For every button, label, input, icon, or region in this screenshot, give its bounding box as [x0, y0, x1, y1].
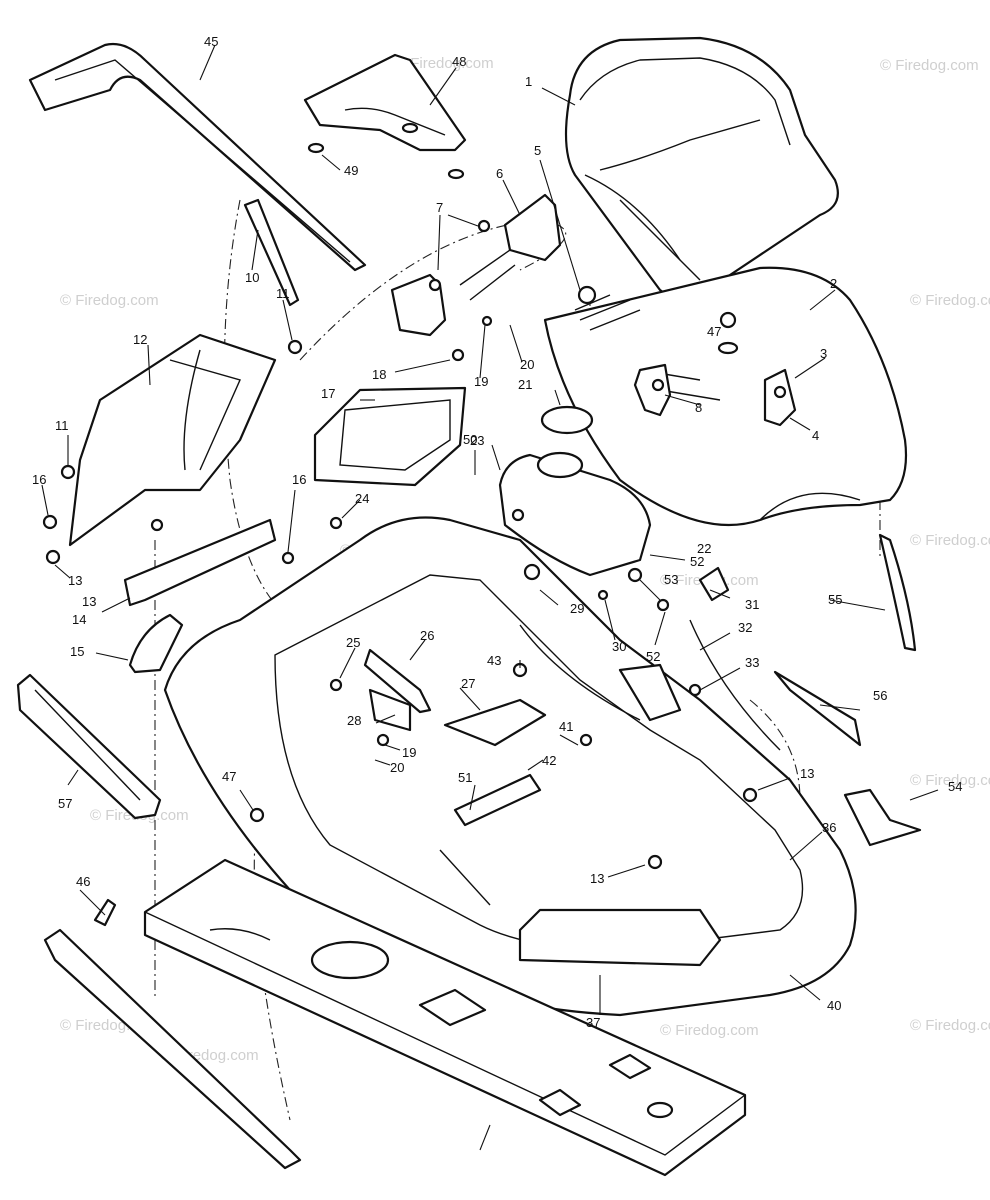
callout-label: 13 [82, 594, 96, 609]
callout-label: 6 [496, 166, 503, 181]
watermark-text: © Firedog.com [660, 1022, 759, 1039]
callout-label: 16 [292, 472, 306, 487]
wire-32 [689, 619, 781, 751]
bracket-14 [123, 518, 277, 607]
seat-1 [564, 36, 839, 301]
callout-label: 3 [820, 346, 827, 361]
callout-label: 54 [948, 779, 962, 794]
bracket-6 [390, 193, 562, 337]
callout-label: 18 [372, 367, 386, 382]
callout-label: 47 [222, 769, 236, 784]
bracket-28 [368, 688, 412, 732]
bolts [42, 219, 787, 870]
callout-label: 19 [402, 745, 416, 760]
callout-label: 37 [586, 1015, 600, 1030]
callout-label: 25 [346, 635, 360, 650]
callout-label: 31 [745, 597, 759, 612]
callout-label: 29 [570, 601, 584, 616]
callout-label: 40 [827, 998, 841, 1013]
callout-label: 47 [707, 324, 721, 339]
watermark-text: © Firedog.com [910, 1017, 990, 1034]
watermark-text: © Firedog.com [910, 292, 990, 309]
callout-label: 10 [245, 270, 259, 285]
callout-label: 55 [828, 592, 842, 607]
callout-label: 19 [474, 374, 488, 389]
callout-label: 52 [690, 554, 704, 569]
callout-label: 11 [276, 286, 290, 301]
frame-plate [143, 858, 747, 1177]
callout-label: 41 [559, 719, 573, 734]
watermark-text: © Firedog.com [395, 55, 494, 72]
rear-fender-2 [543, 266, 908, 527]
callout-label: 21 [518, 377, 532, 392]
switch-31 [698, 566, 730, 602]
bracket-51 [453, 773, 542, 827]
callout-label: 14 [72, 612, 86, 627]
callout-label: 52 [646, 649, 660, 664]
callout-label: 13 [590, 871, 604, 886]
body-tub-40 [163, 516, 857, 1017]
callout-label: 28 [347, 713, 361, 728]
watermark-text: © Firedog.com [910, 772, 990, 789]
rod-10 [243, 198, 300, 307]
pad-54 [843, 788, 922, 847]
panel-12 [68, 333, 277, 547]
callout-label: 26 [420, 628, 434, 643]
pad-15 [128, 613, 184, 674]
callout-label: 42 [542, 753, 556, 768]
callout-label: 13 [800, 766, 814, 781]
watermark-text: © Firedog.com [60, 292, 159, 309]
callout-label: 51 [458, 770, 472, 785]
callout-label: 53 [664, 572, 678, 587]
callout-label: 45 [204, 34, 218, 49]
bracket-plate-48 [303, 53, 467, 180]
callout-label: 49 [344, 163, 358, 178]
callout-label: 43 [487, 653, 501, 668]
callout-label: 33 [745, 655, 759, 670]
pad-56 [773, 670, 862, 747]
callout-label: 56 [873, 688, 887, 703]
callout-label: 27 [461, 676, 475, 691]
watermark-text: © Firedog.com [880, 57, 979, 74]
callout-label: 48 [452, 54, 466, 69]
bracket-27 [443, 698, 547, 747]
callout-label: 24 [355, 491, 369, 506]
callout-label: 7 [436, 200, 443, 215]
callout-label: 50 [463, 432, 477, 447]
callout-label: 17 [321, 386, 335, 401]
fuel-tank-22 [498, 405, 652, 577]
callout-labels: 1 2 3 4 5 6 7 8 10 11 11 12 13 13 13 13 … [32, 34, 962, 1030]
callout-label: 11 [55, 418, 69, 433]
callout-label: 8 [695, 400, 702, 415]
bracket-33 [618, 663, 682, 722]
callout-label: 2 [830, 276, 837, 291]
fender-strip-45 [28, 42, 367, 272]
callout-label: 1 [525, 74, 532, 89]
callout-label: 20 [520, 357, 534, 372]
callout-label: 23 [470, 433, 484, 448]
callout-label: 4 [812, 428, 819, 443]
callout-label: 36 [822, 820, 836, 835]
panel-17 [313, 386, 467, 487]
callout-label: 13 [68, 573, 82, 588]
callout-label: 12 [133, 332, 147, 347]
step-plate-57 [16, 673, 162, 820]
callout-label: 46 [76, 874, 90, 889]
callout-label: 32 [738, 620, 752, 635]
bracket-26 [363, 648, 432, 714]
callout-label: 57 [58, 796, 72, 811]
watermark-text: © Firedog.com [910, 532, 990, 549]
callout-label: 30 [612, 639, 626, 654]
floor-pan-37 [518, 908, 722, 967]
leader-lines [41, 44, 939, 1151]
callout-label: 16 [32, 472, 46, 487]
callout-label: 22 [697, 541, 711, 556]
callout-label: 15 [70, 644, 84, 659]
pad-55 [878, 533, 917, 652]
callout-label: 20 [390, 760, 404, 775]
side-strip-46 [43, 898, 302, 1170]
callout-label: 5 [534, 143, 541, 158]
